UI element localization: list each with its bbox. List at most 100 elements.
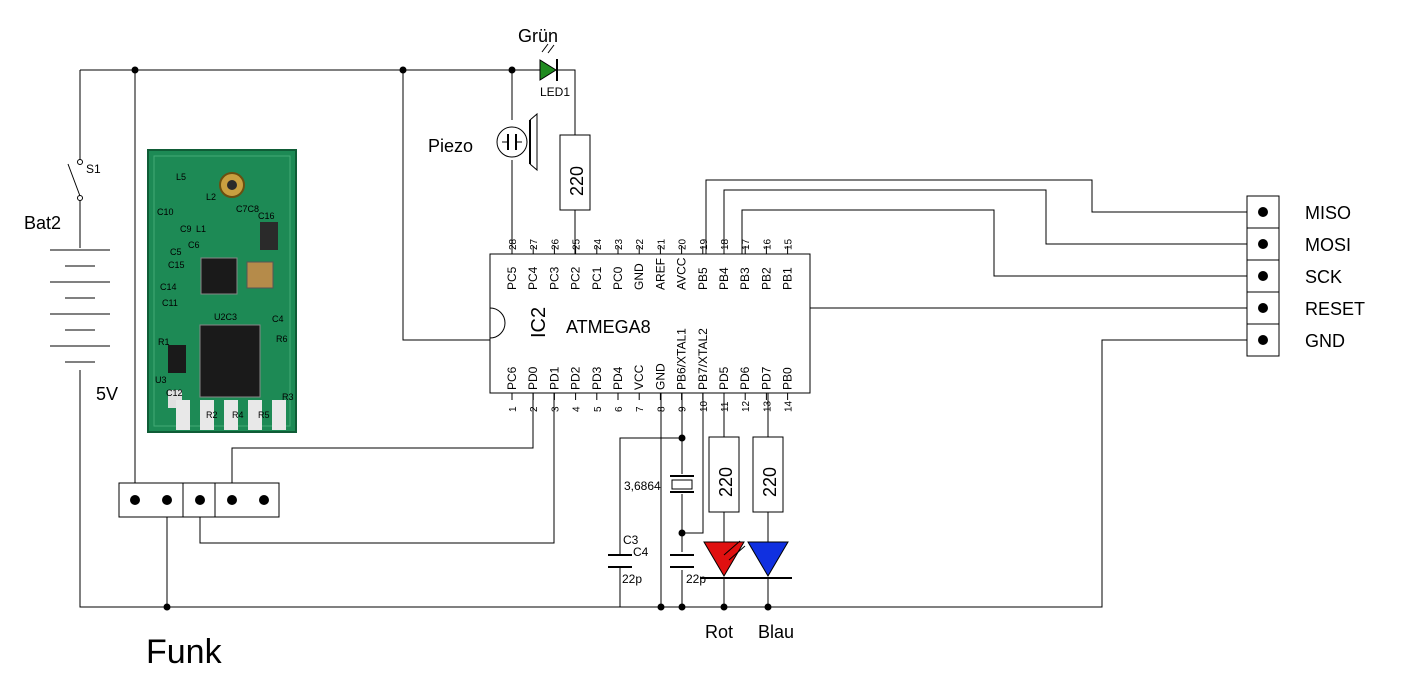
rf-module-label: C10 <box>157 207 174 217</box>
ic-bottom-pin-name: PD1 <box>547 366 561 390</box>
ic-bottom-pin-number: 5 <box>593 406 604 412</box>
ic-top-pin-number: 25 <box>572 238 583 250</box>
ic-bottom-pin-number: 1 <box>508 406 519 412</box>
ic-top-pin-name: PB2 <box>759 267 773 290</box>
ic-top-pin-name: PC5 <box>505 266 519 290</box>
ic-top-pin-name: PB4 <box>717 267 731 290</box>
ic-top-pin-number: 17 <box>741 238 752 250</box>
ic-bottom-pin-number: 3 <box>550 406 561 412</box>
ic-top-pin-number: 21 <box>656 238 667 250</box>
rf-module-label: C16 <box>258 211 275 221</box>
junction-dots <box>131 66 772 611</box>
cap-c3-label: C3 <box>623 533 639 547</box>
ic-top-pin-number: 23 <box>614 238 625 250</box>
resistor-red-value: 220 <box>716 467 736 497</box>
red-led-label: Rot <box>705 622 733 642</box>
ic-bottom-pin-number: 11 <box>720 401 731 412</box>
blue-led-label: Blau <box>758 622 794 642</box>
ic-top-pin-name: PC1 <box>590 266 604 290</box>
rf-module-label: R3 <box>282 392 294 402</box>
ic-bottom-pin-number: 7 <box>635 406 646 412</box>
rf-module-label: R5 <box>258 410 270 420</box>
cap-c4-label: C4 <box>633 545 649 559</box>
ic-bottom-pin-name: PD7 <box>759 366 773 390</box>
ic-bottom-pin-name: PB7/XTAL2 <box>696 328 710 390</box>
led1-label: LED1 <box>540 85 570 99</box>
ic-bottom-pin-number: 6 <box>614 406 625 412</box>
wires <box>79 69 1250 608</box>
rf-module-label: C11 <box>162 298 178 308</box>
ic-bottom-pin-number: 10 <box>699 400 710 412</box>
ic-top-pin-number: 24 <box>593 238 604 250</box>
isp-label: SCK <box>1305 267 1342 287</box>
isp-label: GND <box>1305 331 1345 351</box>
battery-label: Bat2 <box>24 213 61 233</box>
rf-module-label: R6 <box>276 334 288 344</box>
switch-s1: S1 <box>67 159 101 201</box>
rf-module-label: L5 <box>176 172 186 182</box>
battery-bat2: Bat2 5V <box>24 213 118 404</box>
ic-ref: IC2 <box>528 307 550 338</box>
red-led-triangle <box>703 541 745 577</box>
rf-module-label: C7C8 <box>236 204 259 214</box>
ic-bottom-pin-name: PD6 <box>738 366 752 390</box>
ic-top-pin-number: 26 <box>550 238 561 250</box>
ic-bottom-pin-name: PD0 <box>526 366 540 390</box>
rf-module-label: L2 <box>206 192 216 202</box>
ic-top-pin-number: 15 <box>784 238 795 250</box>
rf-module-label: C9 <box>180 224 192 234</box>
ic-top-pin-number: 28 <box>508 238 519 250</box>
red-led-branch: 220 Rot <box>703 436 746 642</box>
rf-module-label: R1 <box>158 337 170 347</box>
switch-label: S1 <box>86 162 101 176</box>
ic-bottom-pin-name: PC6 <box>505 366 519 390</box>
ic-bottom-pin-number: 2 <box>529 406 540 412</box>
rf-module-label: C12 <box>166 388 183 398</box>
ic-top-pin-number: 18 <box>720 238 731 250</box>
ic-bottom-pin-name: PD4 <box>611 366 625 390</box>
piezo-label: Piezo <box>428 136 473 156</box>
ic-top-pin-name: PB3 <box>738 267 752 290</box>
rf-module-label: C15 <box>168 260 185 270</box>
rf-module-label: R4 <box>232 410 244 420</box>
ic-top-pin-name: GND <box>632 263 646 290</box>
ic-name: ATMEGA8 <box>566 317 651 337</box>
crystal-value: 3,6864 <box>624 479 661 493</box>
isp-label: RESET <box>1305 299 1365 319</box>
ic-bottom-pin-number: 8 <box>656 406 667 412</box>
isp-label: MISO <box>1305 203 1351 223</box>
ic-bottom-pin-name: GND <box>653 363 667 390</box>
rf-module-label: C6 <box>188 240 200 250</box>
ic-bottom-pin-number: 9 <box>678 406 689 412</box>
green-led-triangle <box>539 59 557 81</box>
rf-module-label: U2C3 <box>214 312 237 322</box>
ic-top-pin-name: AREF <box>653 258 667 290</box>
ic-bottom-pin-name: PD3 <box>590 366 604 390</box>
capacitor-c3: C3 22p <box>608 533 642 586</box>
ic-bottom-pin-number: 13 <box>762 400 773 412</box>
ic-top-pin-name: PC4 <box>526 266 540 290</box>
ic-bottom-pin-number: 4 <box>572 406 583 412</box>
ic-top-pin-name: PC3 <box>547 266 561 290</box>
capacitor-c4: C4 22p <box>633 545 706 586</box>
blue-led-triangle <box>747 541 789 577</box>
blue-led-branch: 220 Blau <box>747 436 794 642</box>
rf-module-label: C4 <box>272 314 284 324</box>
piezo: Piezo <box>428 112 538 172</box>
rf-module-label: U3 <box>155 375 167 385</box>
ic-top-pin-name: PC0 <box>611 266 625 290</box>
atmega8-ic: IC2 ATMEGA8 28PC527PC426PC325PC224PC123P… <box>489 238 811 412</box>
resistor-top-value: 220 <box>567 166 587 196</box>
rf-module-label: C5 <box>170 247 182 257</box>
ic-top-pin-number: 20 <box>678 238 689 250</box>
cap-c3-value: 22p <box>622 572 642 586</box>
funk-connector: Funk <box>118 482 280 671</box>
crystal: 3,6864 <box>624 475 694 493</box>
ic-top-pins: 28PC527PC426PC325PC224PC123PC022GND21ARE… <box>505 238 795 290</box>
resistor-top: 220 <box>559 134 591 211</box>
ic-top-pin-number: 27 <box>529 238 540 250</box>
